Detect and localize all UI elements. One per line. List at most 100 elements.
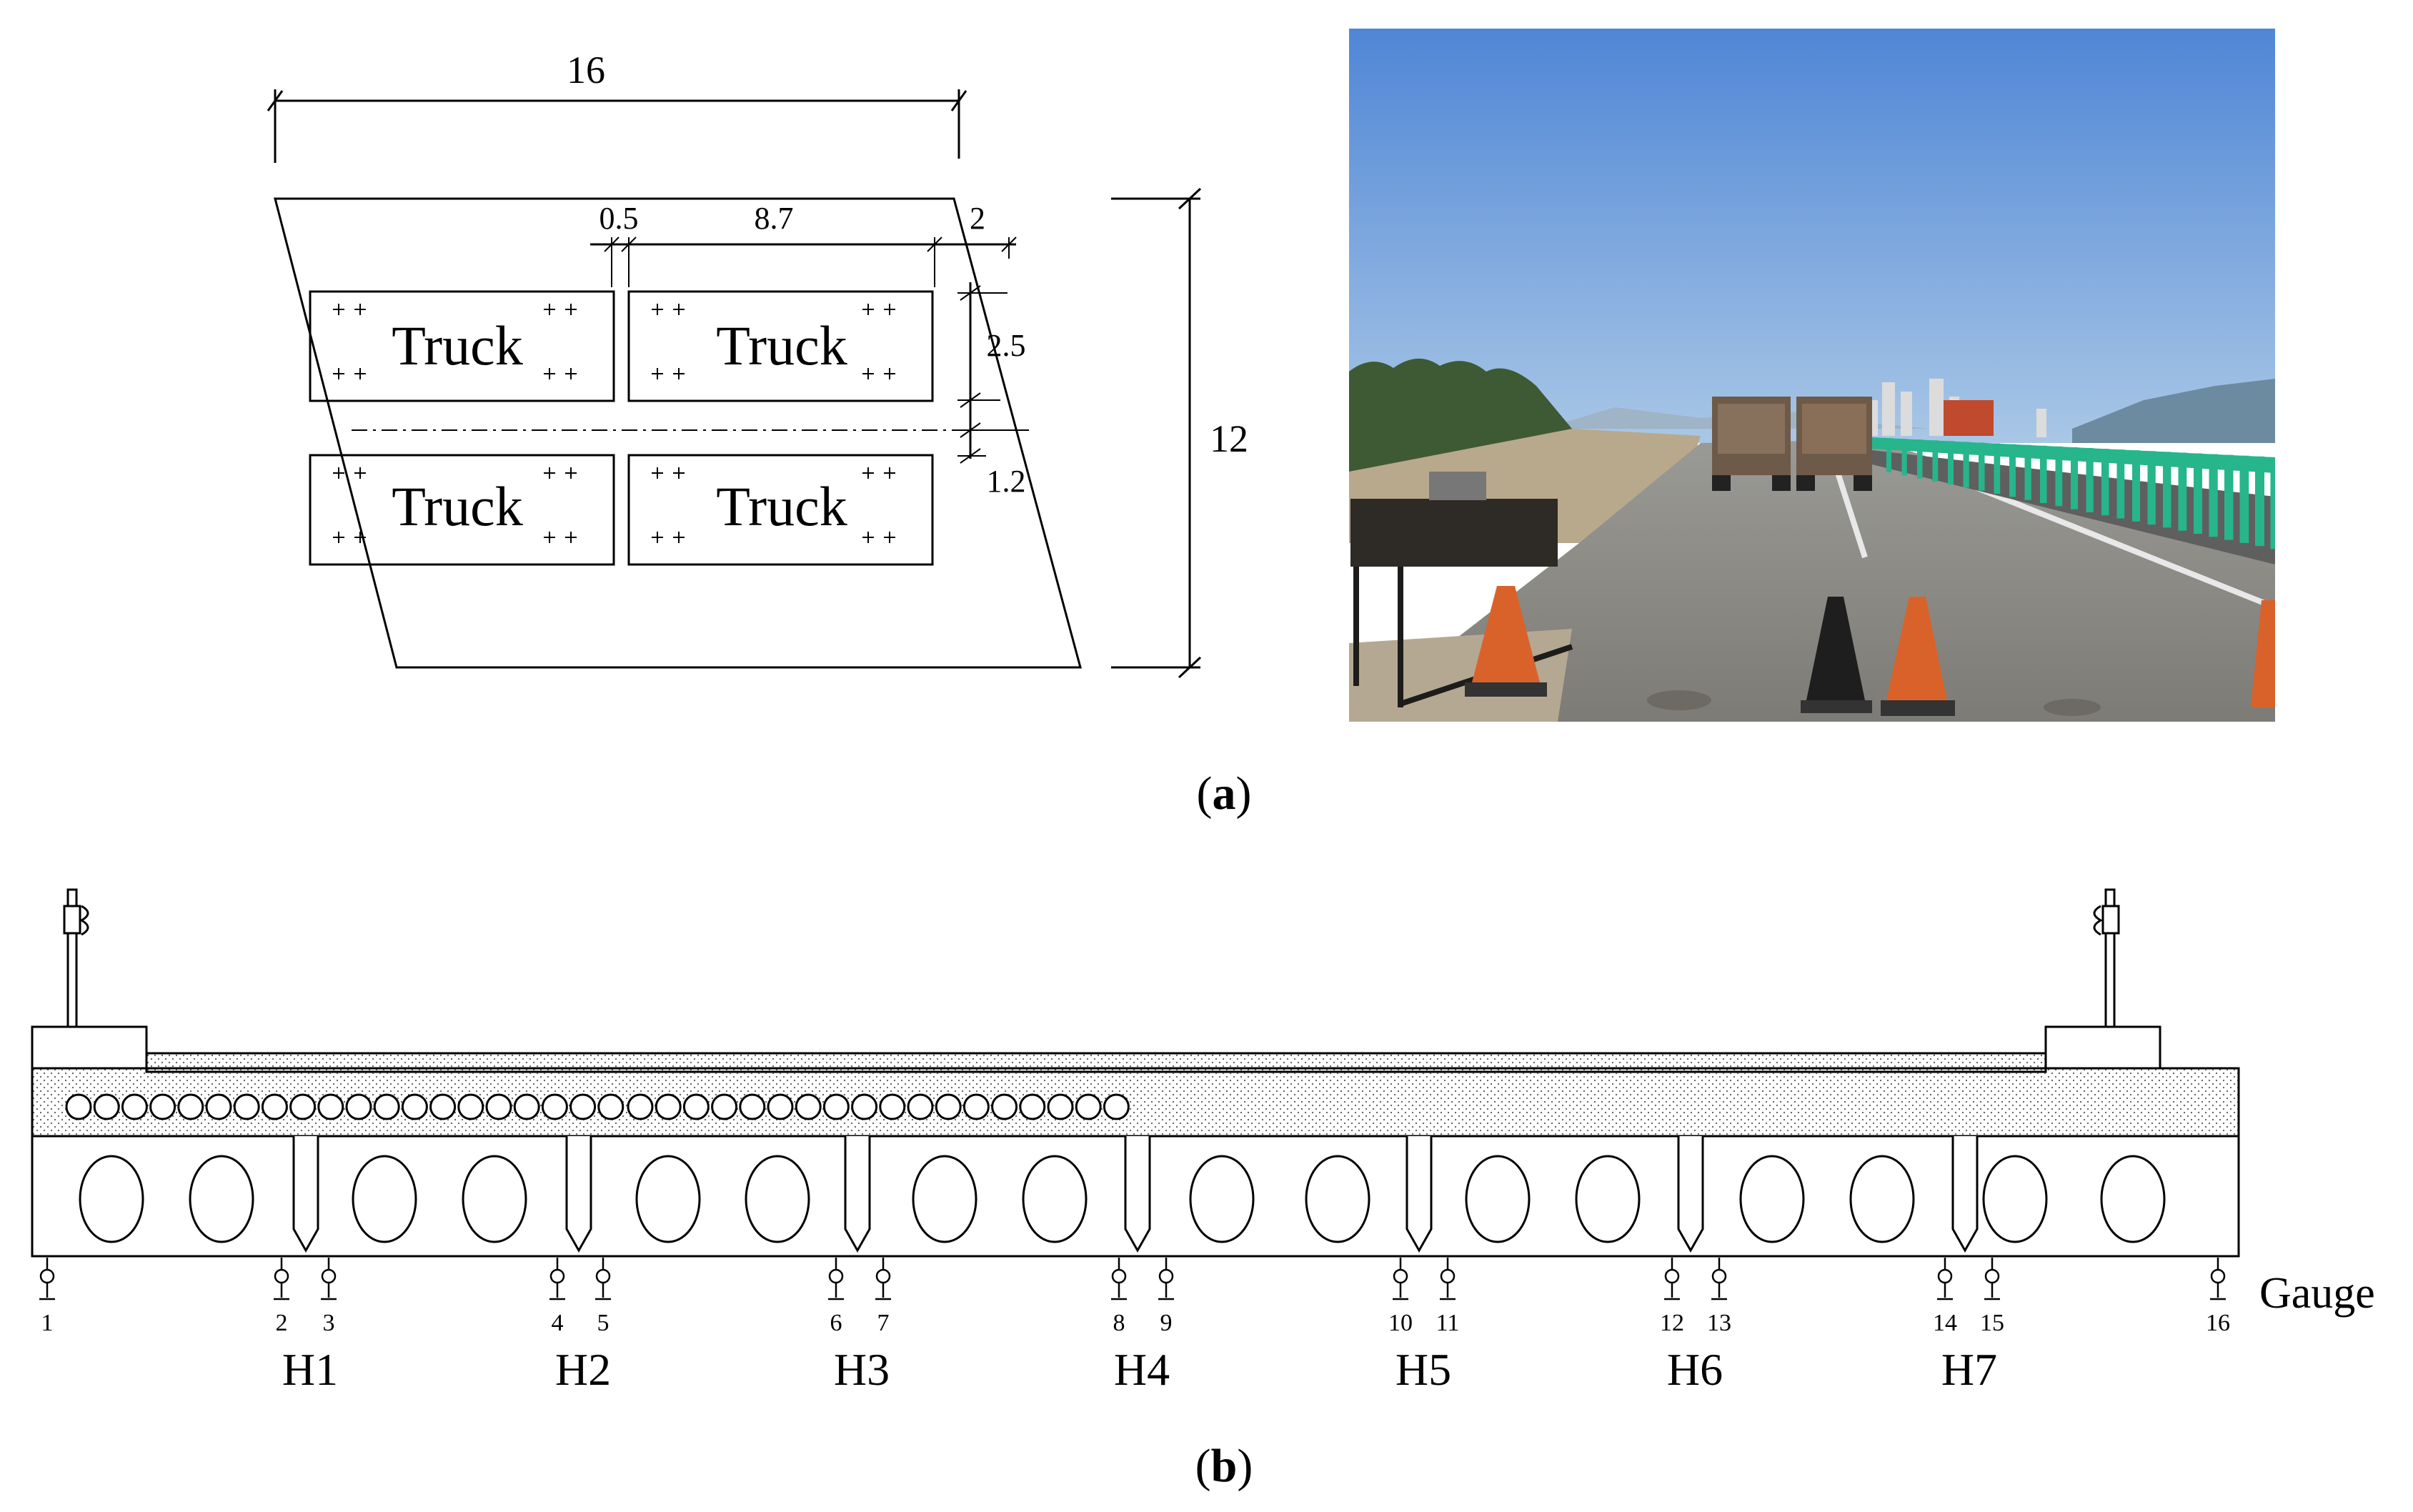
wheel-load-cross	[884, 368, 895, 379]
wheel-load-cross	[544, 304, 555, 315]
gauge-number: 3	[323, 1310, 335, 1336]
gauge-number: 14	[1933, 1310, 1957, 1336]
dim-label-gap: 0.5	[599, 201, 639, 236]
wheel-load-cross	[652, 368, 663, 379]
field-test-photo	[1349, 29, 2275, 722]
barrier-post	[1994, 443, 2001, 494]
gauge-number: 6	[830, 1310, 842, 1336]
hinge-joint	[1124, 1136, 1151, 1253]
large-void	[1305, 1155, 1370, 1243]
gauge-number: 15	[1980, 1310, 2004, 1336]
truck-footprint	[627, 454, 934, 566]
wheel-load-cross	[333, 467, 344, 479]
gauge-icon	[39, 1268, 55, 1284]
small-void	[513, 1093, 540, 1120]
skewed-deck-outline	[274, 197, 1082, 669]
gauge-label: Gauge	[2259, 1269, 2375, 1318]
wheel-load-cross	[544, 368, 555, 379]
large-void-row	[79, 1155, 2166, 1243]
left-railing-icon	[79, 905, 89, 936]
small-void	[65, 1093, 92, 1120]
left-curb	[31, 1025, 148, 1070]
caption-panel-a: (a)	[1197, 767, 1252, 820]
small-void	[597, 1093, 625, 1120]
photo-manhole	[1647, 690, 1711, 710]
wheel-load-cross	[565, 368, 577, 379]
hinge-joint	[1405, 1136, 1433, 1253]
barrier-post	[2147, 451, 2156, 525]
wheel-load-cross	[565, 532, 577, 543]
small-void	[739, 1093, 766, 1120]
barrier-post	[2055, 446, 2063, 507]
large-void	[745, 1155, 810, 1243]
slab-top-layer	[31, 1067, 2240, 1138]
gauge-number: 8	[1113, 1310, 1125, 1336]
truck-footprint	[309, 454, 615, 566]
wheel-load-cross	[354, 532, 366, 543]
wheel-load-cross	[354, 304, 366, 315]
barrier-post	[1917, 439, 1923, 479]
small-void	[541, 1093, 568, 1120]
wheel-load-cross	[333, 368, 344, 379]
gauge-icon	[549, 1268, 565, 1284]
large-void	[2100, 1155, 2166, 1243]
barrier-post	[1963, 442, 1969, 488]
small-void	[682, 1093, 710, 1120]
large-void	[1739, 1155, 1805, 1243]
photo-hills	[2072, 379, 2275, 443]
wheel-load-cross	[884, 467, 895, 479]
gauge-icon	[1711, 1268, 1727, 1284]
hinge-joint	[844, 1136, 871, 1253]
wheel-load-cross	[673, 532, 685, 543]
barrier-post	[2040, 445, 2047, 503]
truck-footprint	[627, 290, 934, 402]
gauge-icon	[2210, 1268, 2226, 1284]
gauge-icon	[1440, 1268, 1456, 1284]
wheel-load-cross	[884, 304, 895, 315]
hinge-label: H6	[1667, 1344, 1723, 1395]
wheel-load-cross	[565, 467, 577, 479]
barrier-post	[2270, 457, 2275, 549]
photo-sign-board	[1350, 472, 1573, 707]
gauge-number: 1	[41, 1310, 54, 1336]
gauge-icon	[1937, 1268, 1953, 1284]
wheel-load-cross	[673, 368, 685, 379]
small-void	[93, 1093, 120, 1120]
gauge-icon	[875, 1268, 891, 1284]
gauge-number: 4	[552, 1310, 564, 1336]
bridge-cross-section	[31, 888, 2240, 1300]
gauge-number: 9	[1160, 1310, 1173, 1336]
hinge-label: H1	[282, 1344, 338, 1395]
displacement-gauges	[39, 1258, 2226, 1300]
small-void	[345, 1093, 372, 1120]
gauge-icon	[1984, 1268, 2000, 1284]
hinge-label: H4	[1114, 1344, 1170, 1395]
dim-tick	[1178, 656, 1202, 679]
small-void	[879, 1093, 906, 1120]
gauge-icon	[595, 1268, 611, 1284]
small-void	[569, 1093, 597, 1120]
hinge-joint	[1951, 1136, 1979, 1253]
wheel-load-cross	[354, 467, 366, 479]
dim-label-center-offset: 1.2	[987, 464, 1026, 499]
small-void	[429, 1093, 457, 1120]
small-void	[935, 1093, 962, 1120]
photo-road	[1349, 439, 2275, 722]
dim-tick	[960, 392, 981, 408]
caption-letter-a: a	[1213, 767, 1236, 820]
barrier-post	[1979, 442, 1985, 491]
dim-tick	[267, 90, 284, 111]
small-void	[711, 1093, 738, 1120]
photo-trucks	[1712, 397, 1994, 491]
small-void	[767, 1093, 794, 1120]
gauge-number: 5	[597, 1310, 610, 1336]
left-railing-lamp	[63, 905, 81, 935]
large-void	[1465, 1155, 1531, 1243]
small-void	[205, 1093, 232, 1120]
large-void	[1982, 1155, 2048, 1243]
dim-tick	[1178, 187, 1202, 210]
right-railing-icon	[2093, 905, 2104, 936]
barrier-post	[2009, 444, 2016, 497]
barrier-post	[1932, 440, 1939, 482]
